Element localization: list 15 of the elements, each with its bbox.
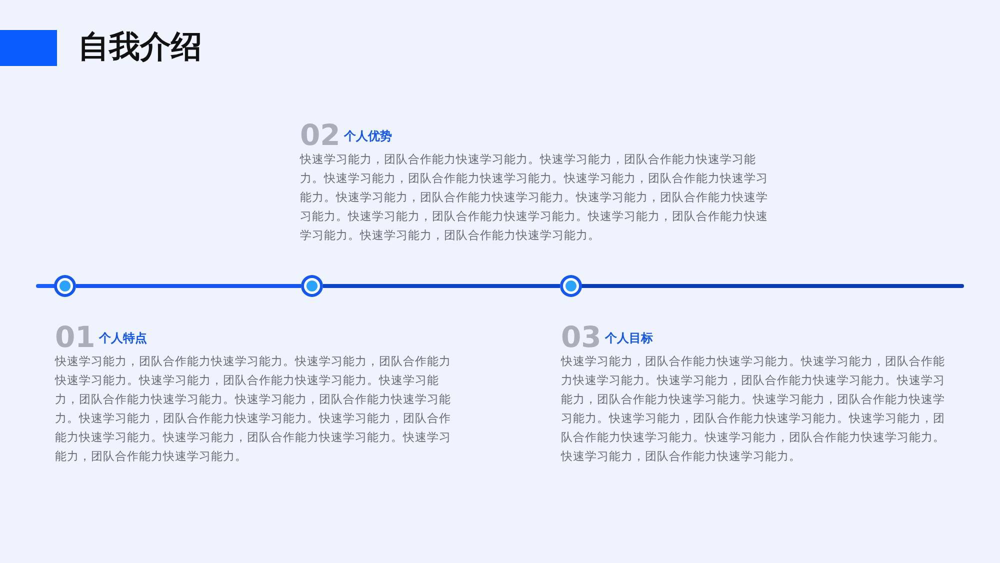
timeline-dot <box>301 275 323 297</box>
title: 自我介绍 <box>78 28 202 67</box>
timeline-connector <box>323 284 560 288</box>
timeline-dot <box>560 275 582 297</box>
step-number: 03 <box>561 322 602 352</box>
step-number: 01 <box>55 322 96 352</box>
body-paragraph: 快速学习能力，团队合作能力快速学习能力。快速学习能力，团队合作能力快速学习能力。快速学习能力，团队合作能力快速学习能力。快速学习能力，团队合作能力快速学习能力。快速学习能力，团队合作能力快速学习能力。快速学习能力，团队合作能力快速学习能力。快速学习能力，团队合作能力快速学习能力。快速学习能力，团队合作能力快速学习能力。快速学习能力，团队合作能力快速学习能力。 <box>300 151 769 244</box>
section-heading: 个人特点 <box>99 330 147 346</box>
body-paragraph: 快速学习能力，团队合作能力快速学习能力。快速学习能力，团队合作能力快速学习能力。快速学习能力，团队合作能力快速学习能力。快速学习能力，团队合作能力快速学习能力。快速学习能力，团队合作能力快速学习能力。快速学习能力，团队合作能力快速学习能力。快速学习能力，团队合作能力快速学习能力。快速学习能力，团队合作能力快速学习能力。快速学习能力，团队合作能力快速学习能力。 <box>561 353 946 465</box>
timeline-dot <box>54 275 76 297</box>
body-paragraph: 快速学习能力，团队合作能力快速学习能力。快速学习能力，团队合作能力快速学习能力。快速学习能力，团队合作能力快速学习能力。快速学习能力，团队合作能力快速学习能力。快速学习能力，团队合作能力快速学习能力。快速学习能力，团队合作能力快速学习能力。快速学习能力，团队合作能力快速学习能力。快速学习能力，团队合作能力快速学习能力。快速学习能力，团队合作能力快速学习能力。 <box>55 353 452 465</box>
section-heading: 个人目标 <box>605 330 653 346</box>
step-number: 02 <box>300 120 340 150</box>
section-heading: 个人优势 <box>344 128 392 144</box>
timeline-connector <box>76 284 301 288</box>
